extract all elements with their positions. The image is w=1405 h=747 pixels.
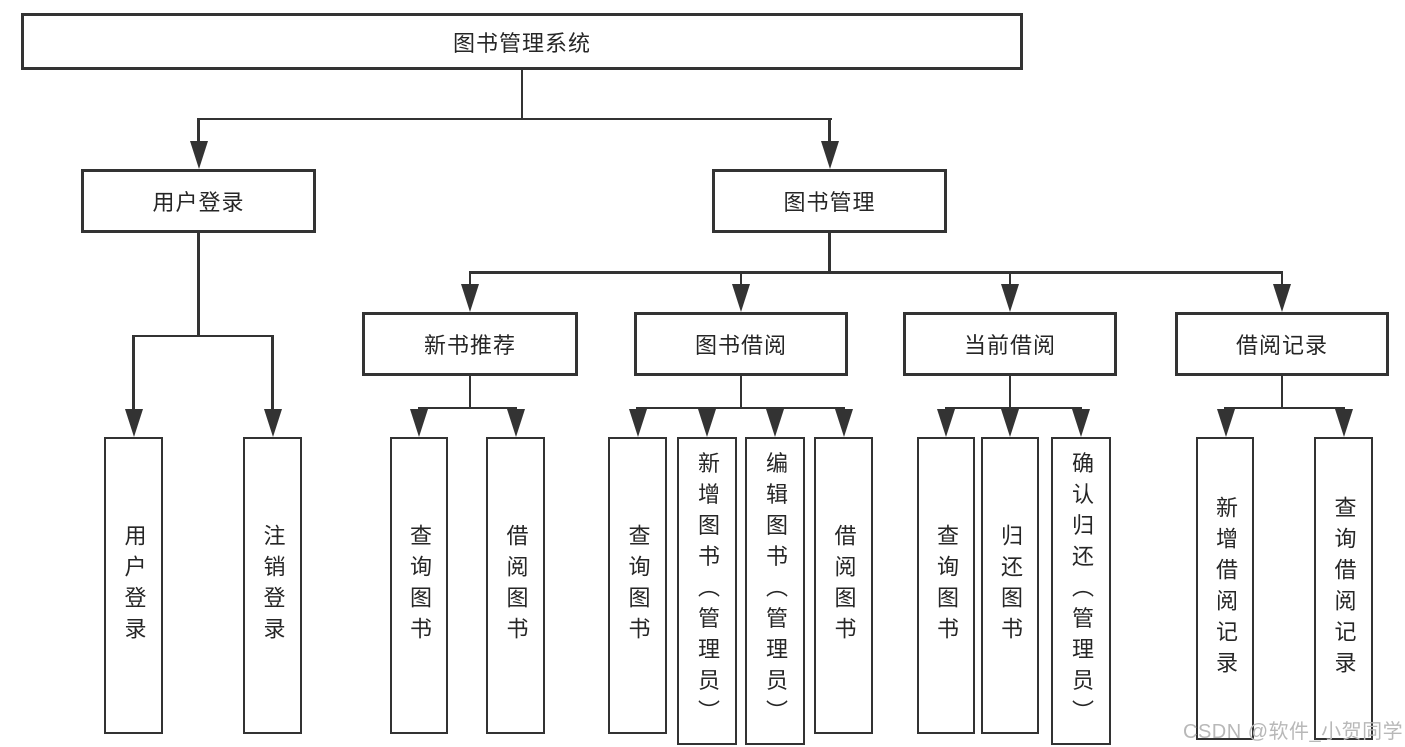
node-label: 图书管理: [783, 190, 876, 215]
connector-line: [636, 406, 845, 409]
arrowhead-down: [1273, 284, 1291, 312]
arrowhead-down: [189, 141, 208, 169]
arrowhead-down: [1001, 409, 1019, 437]
connector-line: [828, 117, 831, 144]
leaf-label: 查询图书: [407, 523, 432, 648]
arrowhead-down: [461, 284, 479, 312]
node-current-borrow: 当前借阅: [903, 312, 1117, 376]
leaf-node-query-books: 查询图书: [608, 437, 667, 734]
arrowhead-down: [1334, 409, 1353, 437]
connector-line: [520, 69, 524, 119]
arrowhead-down: [1072, 409, 1090, 437]
node-user-login: 用户登录: [81, 169, 316, 233]
arrowhead-down: [1001, 284, 1019, 312]
node-borrow-records: 借阅记录: [1175, 312, 1389, 376]
connector-line: [468, 376, 472, 408]
node-label: 当前借阅: [963, 333, 1056, 358]
leaf-label: 查询图书: [625, 523, 651, 648]
arrowhead-down: [834, 409, 853, 437]
leaf-node-query-books: 查询图书: [390, 437, 448, 734]
connector-line: [132, 334, 135, 411]
connector-line: [828, 232, 831, 273]
arrowhead-down: [1216, 409, 1235, 437]
arrowhead-down: [766, 409, 784, 437]
leaf-label: 新增图书（管理员）: [695, 451, 720, 731]
connector-line: [1008, 376, 1012, 408]
leaf-node-logout: 注销登录: [243, 437, 302, 734]
connector-line: [197, 117, 200, 144]
connector-line: [739, 376, 743, 408]
leaf-node-add-borrow-record: 新增借阅记录: [1196, 437, 1254, 740]
node-label: 图书借阅: [694, 333, 787, 358]
leaf-label: 用户登录: [121, 523, 147, 648]
connector-line: [944, 406, 1082, 409]
leaf-label: 查询图书: [934, 523, 959, 648]
connector-line: [197, 232, 200, 336]
arrowhead-down: [732, 284, 750, 312]
connector-line: [468, 271, 472, 287]
arrowhead-down: [506, 409, 525, 437]
leaf-label: 注销登录: [260, 523, 286, 648]
leaf-node-borrow-books: 借阅图书: [814, 437, 873, 734]
connector-line: [468, 271, 1283, 274]
leaf-node-borrow-books: 借阅图书: [486, 437, 545, 734]
node-label: 图书管理系统: [452, 30, 591, 56]
node-library-management-system: 图书管理系统: [21, 13, 1023, 70]
node-book-borrow: 图书借阅: [634, 312, 848, 376]
leaf-node-query-borrow-record: 查询借阅记录: [1314, 437, 1373, 740]
connector-line: [1224, 406, 1345, 409]
node-new-book-recommend: 新书推荐: [362, 312, 578, 376]
arrowhead-down: [698, 409, 716, 437]
leaf-node-user-login: 用户登录: [104, 437, 163, 734]
leaf-node-return-books: 归还图书: [981, 437, 1039, 734]
node-book-management: 图书管理: [712, 169, 947, 233]
connector-line: [271, 334, 274, 411]
connector-line: [739, 271, 743, 287]
leaf-node-query-books: 查询图书: [917, 437, 975, 734]
arrowhead-down: [628, 409, 647, 437]
node-label: 新书推荐: [423, 333, 516, 358]
arrowhead-down: [124, 409, 143, 437]
leaf-label: 新增借阅记录: [1213, 495, 1238, 682]
leaf-label: 借阅图书: [503, 523, 529, 648]
arrowhead-down: [937, 409, 955, 437]
connector-line: [1280, 271, 1284, 287]
leaf-label: 归还图书: [998, 523, 1023, 648]
leaf-label: 确认归还（管理员）: [1069, 451, 1094, 731]
node-label: 用户登录: [152, 190, 245, 215]
arrowhead-down: [263, 409, 282, 437]
connector-line: [197, 117, 832, 120]
leaf-node-edit-books-admin: 编辑图书（管理员）: [745, 437, 805, 745]
leaf-label: 查询借阅记录: [1331, 495, 1357, 682]
leaf-node-confirm-return-admin: 确认归还（管理员）: [1051, 437, 1111, 745]
leaf-node-add-books-admin: 新增图书（管理员）: [677, 437, 737, 745]
connector-line: [132, 334, 274, 337]
connector-line: [418, 406, 517, 409]
connector-line: [1280, 376, 1284, 408]
connector-line: [1008, 271, 1012, 287]
arrowhead-down: [410, 409, 428, 437]
arrowhead-down: [820, 141, 839, 169]
csdn-watermark: CSDN @软件_小贺同学: [1183, 721, 1404, 743]
leaf-label: 借阅图书: [831, 523, 857, 648]
leaf-label: 编辑图书（管理员）: [763, 451, 788, 731]
node-label: 借阅记录: [1235, 333, 1328, 358]
